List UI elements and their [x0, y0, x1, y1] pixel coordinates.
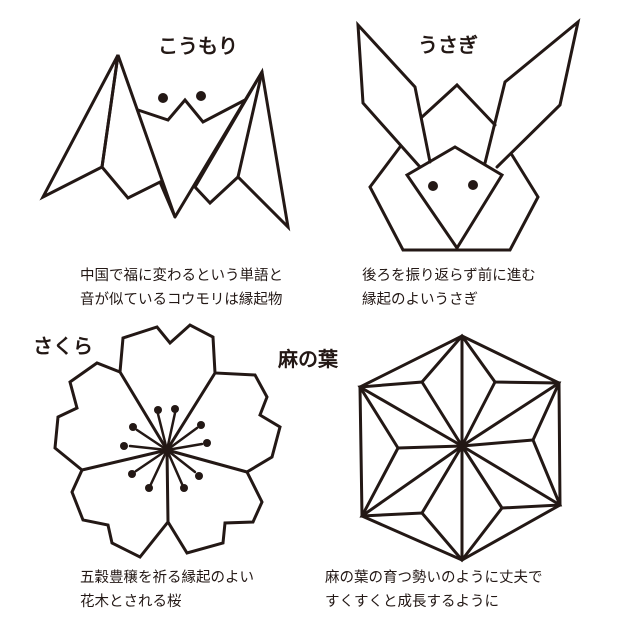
asanoha-caption-line-2: すくすくと成長するように: [325, 594, 499, 610]
bat-caption-line-2: 音が似ているコウモリは縁起物: [80, 292, 283, 308]
bat-caption-line-1: 中国で福に変わるという単語と: [80, 268, 283, 284]
rabbit-eye-left: [428, 181, 438, 191]
sakura-caption-line-2: 花木とされる桜: [80, 594, 182, 610]
asanoha-caption: 麻の葉の育つ勢いのように丈夫で すくすくと成長するように: [325, 566, 543, 614]
asanoha-caption-line-1: 麻の葉の育つ勢いのように丈夫で: [325, 570, 543, 586]
bat-eye-left: [158, 93, 168, 103]
sakura-stamens: [128, 411, 204, 486]
rabbit-head-top: [420, 82, 497, 127]
rabbit-caption: 後ろを振り返らず前に進む 縁起のよいうさぎ: [362, 264, 536, 312]
sakura-title: さくら: [33, 334, 93, 358]
asanoha-title: 麻の葉: [278, 347, 338, 371]
asanoha-star: [357, 333, 563, 563]
bat-left-wing-inner: [100, 54, 177, 218]
rabbit-eye-right: [468, 180, 478, 190]
sakura-caption-line-1: 五穀豊穣を祈る縁起のよい: [80, 570, 254, 586]
rabbit-face: [404, 145, 505, 251]
rabbit-title: うさぎ: [418, 33, 478, 57]
sakura-illustration: [53, 323, 282, 559]
sakura-outline: [53, 323, 282, 559]
bat-eye-right: [196, 91, 206, 101]
rabbit-caption-line-1: 後ろを振り返らず前に進む: [362, 268, 536, 284]
asanoha-illustration: [357, 333, 563, 563]
bat-illustration: [39, 54, 291, 232]
rabbit-caption-line-2: 縁起のよいうさぎ: [362, 292, 478, 308]
rabbit-head-outline: [368, 145, 540, 252]
bat-head: [136, 97, 247, 124]
bat-right-wing: [193, 67, 291, 232]
bat-title: こうもり: [158, 34, 238, 58]
rabbit-illustration: [356, 18, 581, 252]
sakura-caption: 五穀豊穣を祈る縁起のよい 花木とされる桜: [80, 566, 254, 614]
rabbit-right-ear: [483, 18, 581, 169]
bat-caption: 中国で福に変わるという単語と 音が似ているコウモリは縁起物: [80, 264, 283, 312]
rabbit-left-ear: [356, 20, 432, 169]
